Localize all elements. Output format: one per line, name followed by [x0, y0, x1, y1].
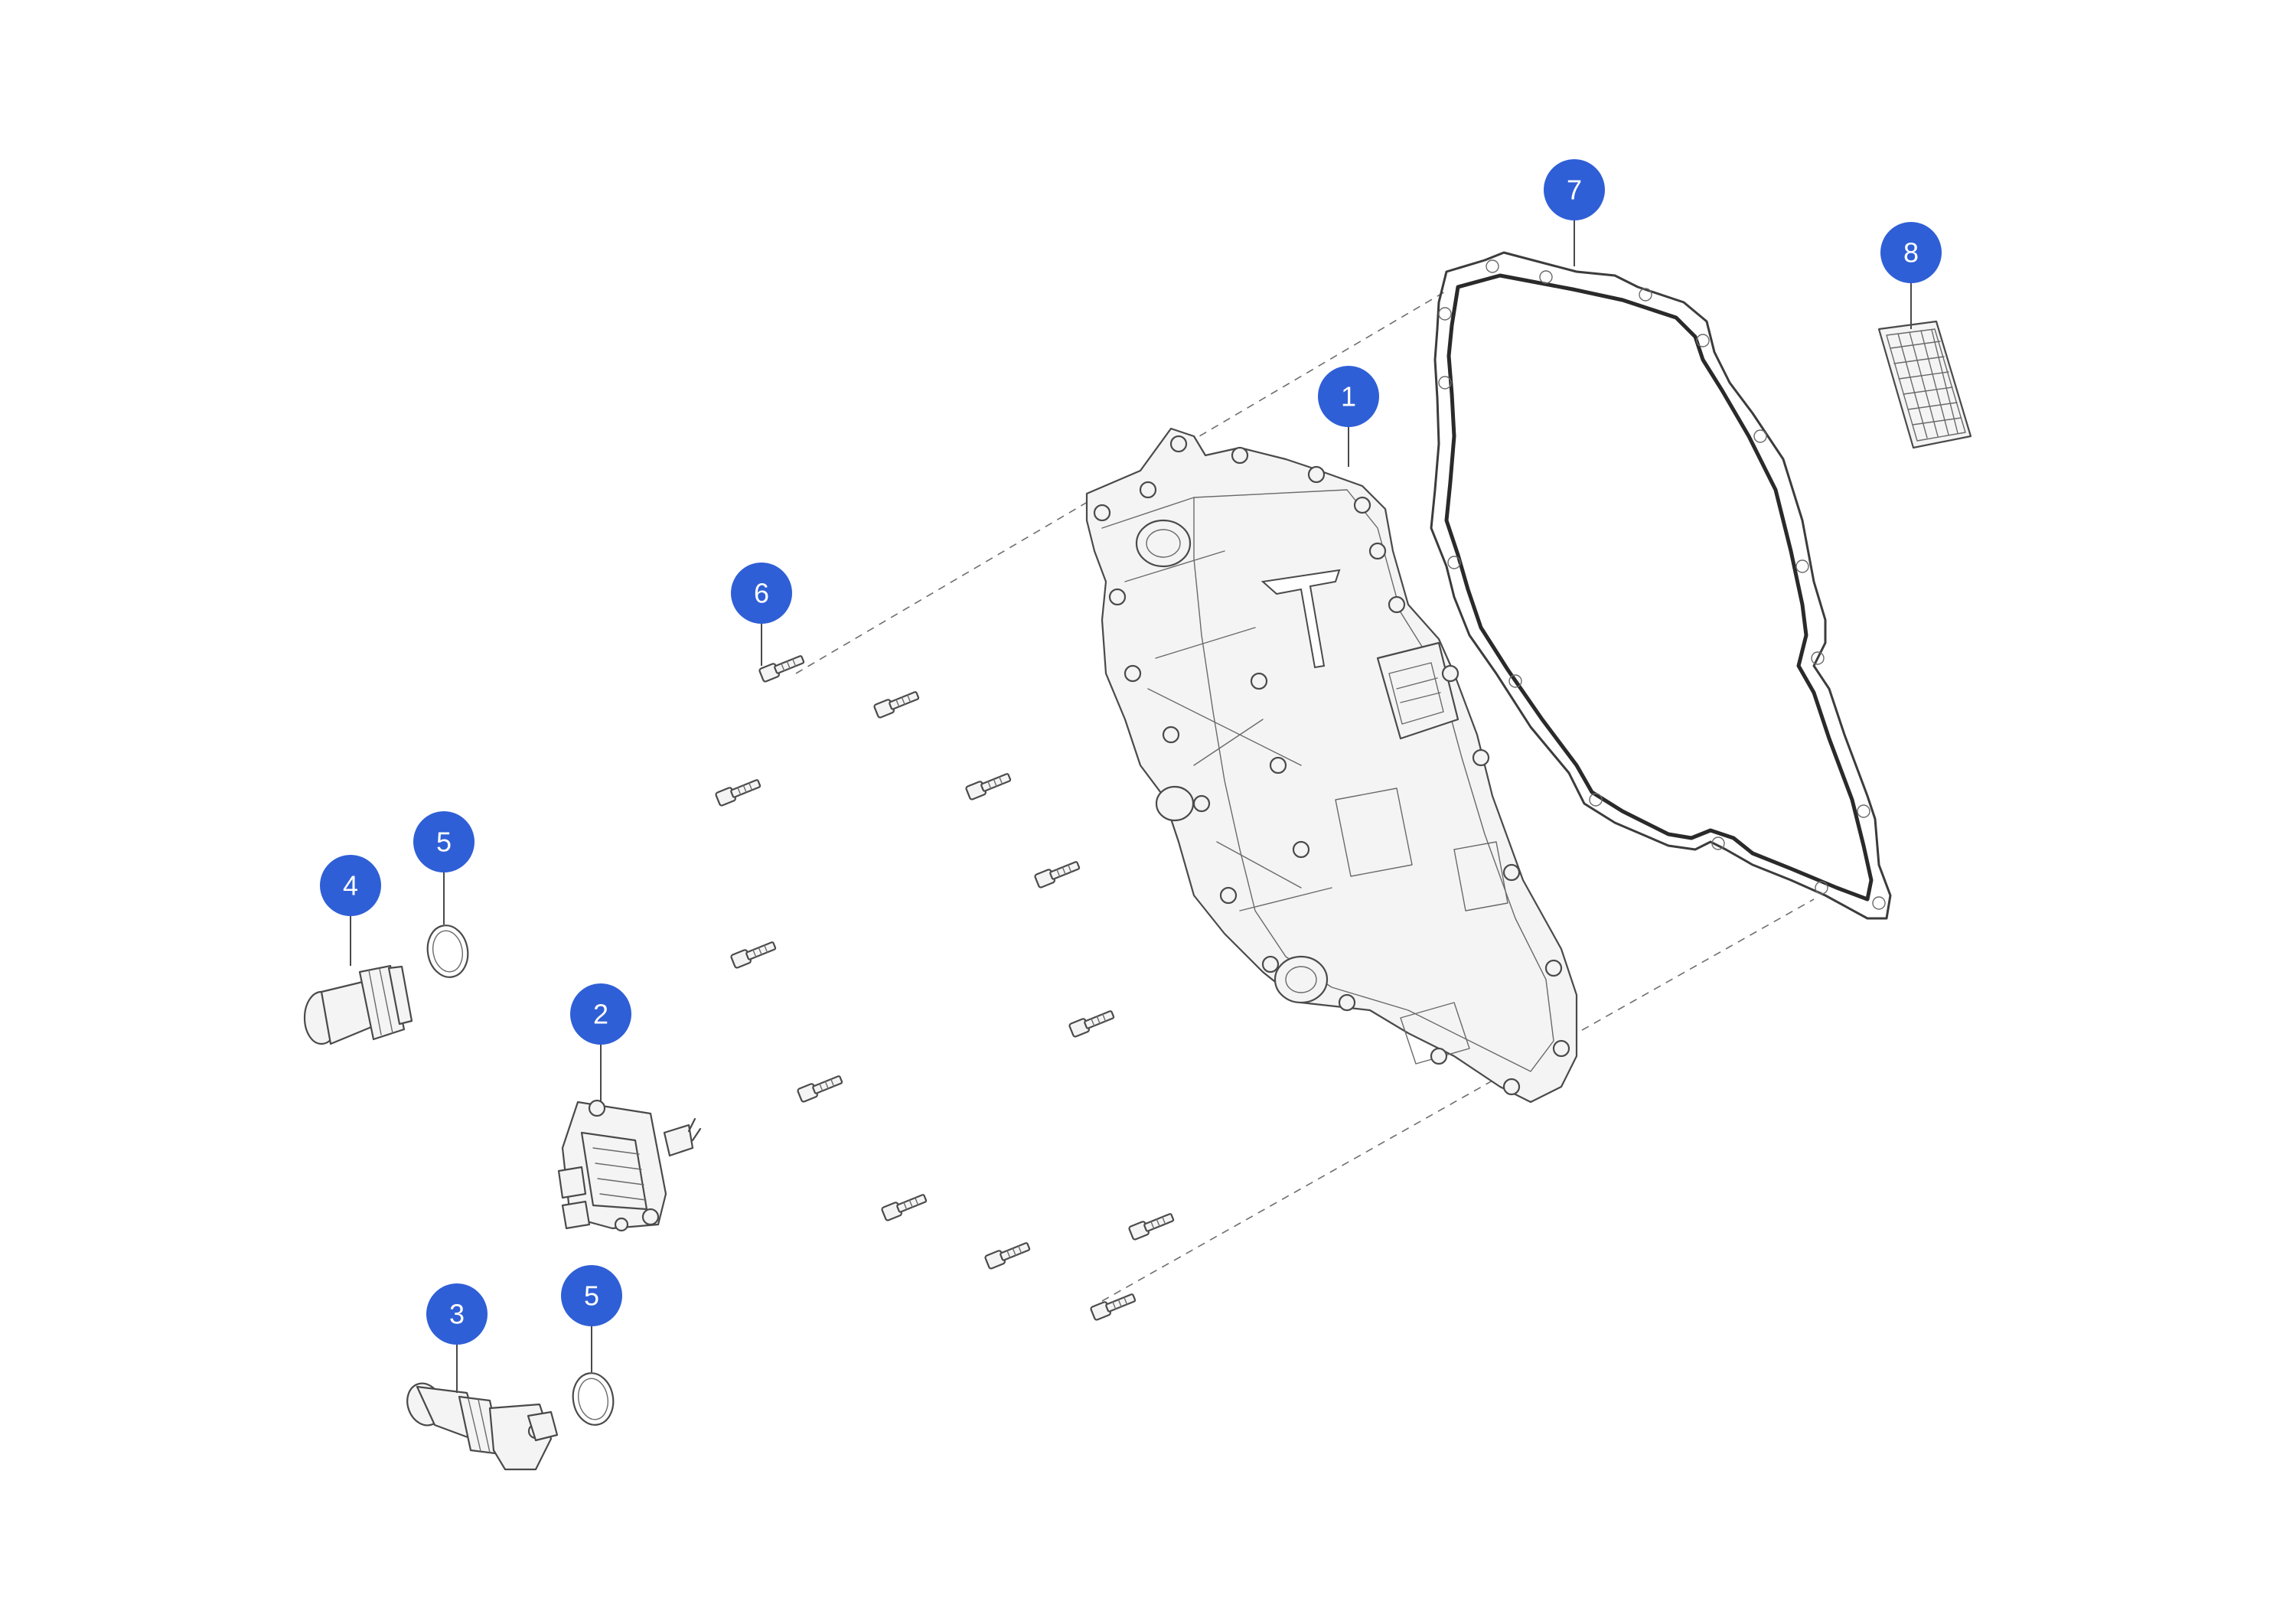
bolt — [965, 773, 1012, 801]
callout-2-label: 2 — [593, 999, 608, 1030]
part-fitting — [303, 964, 413, 1045]
bolt — [1034, 861, 1081, 889]
part-o-ring-upper — [426, 925, 469, 978]
bolt — [873, 691, 920, 719]
callout-5a-label: 5 — [436, 827, 452, 858]
callout-2: 2 — [570, 983, 631, 1045]
callout-7-label: 7 — [1567, 174, 1582, 206]
logo-mark — [1261, 569, 1341, 669]
bolt — [797, 1075, 843, 1103]
callout-5b: 5 — [561, 1265, 622, 1326]
bolt — [1128, 1213, 1175, 1241]
part-elbow-fitting — [406, 1382, 559, 1471]
guide-line-bottom — [1101, 898, 1815, 1302]
bolt — [984, 1242, 1031, 1270]
part-inverter-cover — [1085, 427, 1578, 1104]
bolt — [1068, 1010, 1115, 1038]
part-o-ring-lower — [572, 1372, 615, 1426]
callout-4-label: 4 — [343, 870, 358, 902]
bolt — [881, 1194, 928, 1221]
part-mesh-filter — [1877, 320, 1972, 449]
callout-6: 6 — [731, 563, 792, 624]
callout-5b-label: 5 — [584, 1280, 599, 1312]
bolt — [758, 655, 805, 683]
part-bolts — [715, 655, 1175, 1321]
bolt — [730, 941, 777, 969]
callout-7: 7 — [1544, 159, 1605, 220]
callout-5a: 5 — [413, 811, 475, 872]
callout-1: 1 — [1318, 366, 1379, 427]
part-sensor-connector — [557, 1099, 702, 1232]
bolt — [1090, 1293, 1137, 1321]
callout-3-label: 3 — [449, 1299, 465, 1330]
callout-6-label: 6 — [754, 578, 769, 609]
callout-1-label: 1 — [1341, 381, 1356, 413]
callout-4: 4 — [320, 855, 381, 916]
callout-8-label: 8 — [1903, 237, 1919, 269]
callout-3: 3 — [426, 1283, 488, 1345]
bolt — [715, 779, 762, 807]
part-gasket — [1430, 251, 1892, 920]
callout-8: 8 — [1880, 222, 1942, 283]
